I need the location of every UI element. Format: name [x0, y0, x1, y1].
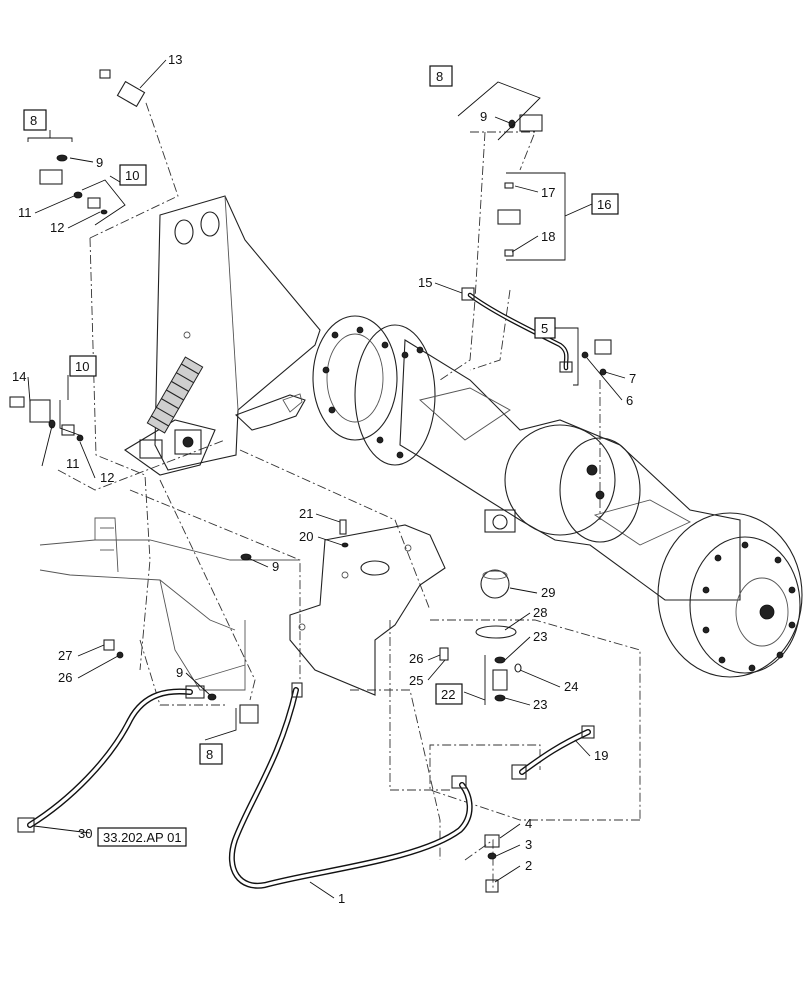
svg-text:16: 16	[597, 197, 611, 212]
svg-text:8: 8	[30, 113, 37, 128]
kit-box-8	[199, 743, 223, 765]
callout-26: 26	[409, 651, 423, 666]
callout-labels: 13 9 11 12 14 11 12 9 17 18 15 7 6 21 20…	[12, 52, 636, 906]
callout-13: 13	[168, 52, 182, 67]
kit-callouts: 8 10 10 8 16 5 22 8 33.202.AP 01	[23, 65, 619, 847]
callout-12: 12	[100, 470, 114, 485]
svg-text:10: 10	[75, 359, 89, 374]
callout-11: 11	[18, 205, 32, 220]
callout-25: 25	[409, 673, 423, 688]
callout-21: 21	[299, 506, 313, 521]
mounting-plate	[289, 524, 446, 696]
callout-20: 20	[299, 529, 313, 544]
callout-30: 30	[78, 826, 92, 841]
callout-9: 9	[176, 665, 183, 680]
callout-27: 27	[58, 648, 72, 663]
callout-11: 11	[66, 456, 80, 471]
axle-assembly	[312, 315, 803, 678]
kit-box-22	[435, 683, 463, 705]
hoses	[17, 682, 595, 889]
callout-26: 26	[58, 670, 72, 685]
callout-18: 18	[541, 229, 555, 244]
callout-1: 1	[338, 891, 345, 906]
callout-14: 14	[12, 369, 26, 384]
svg-text:8: 8	[206, 747, 213, 762]
svg-text:22: 22	[441, 687, 455, 702]
kit-box-8	[429, 65, 453, 87]
callout-12: 12	[50, 220, 64, 235]
assembly-lines	[57, 99, 641, 890]
tab-plate	[234, 393, 306, 431]
reference-box	[97, 827, 187, 847]
kit-box-8	[23, 109, 47, 131]
callout-23: 23	[533, 629, 547, 644]
callout-23: 23	[533, 697, 547, 712]
callout-9: 9	[272, 559, 279, 574]
callout-9: 9	[480, 109, 487, 124]
callout-6: 6	[626, 393, 633, 408]
callout-17: 17	[541, 185, 555, 200]
pipe-15	[461, 287, 573, 373]
svg-text:8: 8	[436, 69, 443, 84]
callout-3: 3	[525, 837, 532, 852]
callout-9: 9	[96, 155, 103, 170]
kit-box-10	[69, 355, 97, 377]
kit-brackets	[27, 81, 593, 741]
reference-text: 33.202.AP 01	[103, 830, 182, 845]
callout-24: 24	[564, 679, 578, 694]
callout-15: 15	[418, 275, 432, 290]
valve-assembly	[123, 356, 216, 476]
svg-text:5: 5	[541, 321, 548, 336]
kit-box-10	[119, 164, 147, 186]
callout-28: 28	[533, 605, 547, 620]
leader-lines	[27, 59, 626, 899]
callout-7: 7	[629, 371, 636, 386]
callout-4: 4	[525, 816, 532, 831]
kit-box-5	[534, 317, 556, 339]
mounting-bracket	[154, 195, 321, 471]
callout-29: 29	[541, 585, 555, 600]
kit-box-16	[591, 193, 619, 215]
svg-text:10: 10	[125, 168, 139, 183]
callout-19: 19	[594, 748, 608, 763]
fittings	[9, 69, 612, 893]
callout-2: 2	[525, 858, 532, 873]
